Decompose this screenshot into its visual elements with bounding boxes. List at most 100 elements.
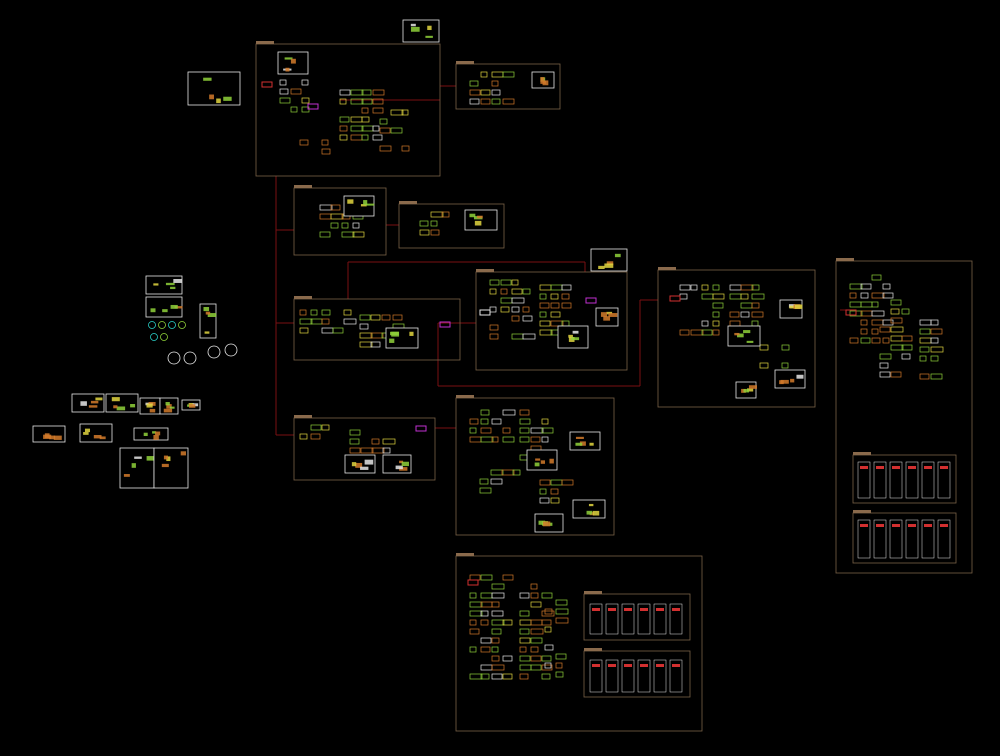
- flow-node: [901, 344, 913, 351]
- thumbnail-detail: [535, 458, 541, 461]
- flow-node: [544, 644, 554, 651]
- thumbnail-detail: [155, 431, 161, 436]
- flow-node: [390, 109, 404, 116]
- flow-node: [469, 98, 480, 105]
- flow-node: [890, 371, 902, 378]
- thumbnail-detail: [44, 433, 50, 439]
- thumbnail-detail: [188, 404, 196, 408]
- flow-node: [480, 673, 490, 680]
- flow-node: [539, 311, 547, 318]
- sheet-tile-mark: [860, 524, 868, 527]
- sheet-tile: [605, 603, 619, 635]
- flow-node: [522, 306, 530, 313]
- thumbnail-detail: [540, 77, 545, 82]
- diagram-frame: [293, 187, 387, 256]
- flow-node: [339, 89, 351, 96]
- flow-node: [519, 418, 531, 425]
- flow-node: [530, 628, 544, 635]
- thumbnail-detail: [608, 313, 618, 317]
- flow-node: [511, 279, 519, 286]
- sheet-tile-mark: [892, 524, 900, 527]
- flow-node: [491, 80, 499, 87]
- thumbnail-detail: [780, 379, 789, 384]
- start-node: [479, 309, 491, 316]
- flow-node: [555, 608, 569, 615]
- flow-node: [890, 299, 902, 306]
- thumbnail-detail: [131, 463, 136, 468]
- flow-node: [759, 362, 769, 369]
- flow-node: [491, 98, 501, 105]
- flow-node: [712, 293, 725, 300]
- diagram-frame: [455, 397, 615, 536]
- flow-node: [882, 292, 894, 299]
- flow-node: [919, 355, 927, 362]
- sheet-tile: [589, 603, 603, 635]
- flow-node: [882, 337, 890, 344]
- flow-node: [359, 323, 369, 330]
- thumbnail-detail: [111, 397, 120, 402]
- diagram-frame: [475, 271, 628, 371]
- thumbnail-detail: [410, 23, 416, 27]
- flow-node: [519, 646, 527, 653]
- legend-symbol: [158, 321, 166, 329]
- diagram-frame: [398, 203, 505, 249]
- frame-title-tab: [294, 296, 312, 299]
- thumbnail-detail: [134, 456, 142, 459]
- flow-node: [740, 311, 750, 318]
- flow-node: [381, 314, 391, 321]
- thumbnail-detail: [743, 330, 751, 334]
- flow-node: [301, 79, 309, 86]
- flow-node: [879, 353, 892, 360]
- sheet-tile: [653, 603, 667, 635]
- frame-title-tab: [294, 185, 312, 188]
- flow-node: [480, 637, 492, 644]
- thumbnail-layer: [32, 19, 951, 693]
- thumbnail-detail: [150, 308, 156, 313]
- flow-node: [519, 427, 530, 434]
- flow-node: [930, 337, 939, 344]
- flow-node: [489, 279, 500, 286]
- frame-title-tab: [399, 201, 417, 204]
- frame-title-tab: [853, 452, 871, 455]
- flow-node: [299, 433, 308, 440]
- flow-node: [350, 98, 364, 105]
- flow-node: [491, 619, 505, 626]
- sheet-tile: [921, 461, 935, 499]
- flow-node: [332, 327, 344, 334]
- flow-node: [502, 409, 516, 416]
- thumbnail-detail: [360, 204, 367, 207]
- thumbnail-detail: [284, 57, 293, 60]
- flow-node: [729, 311, 740, 318]
- flow-node: [530, 637, 543, 644]
- thumbnail-detail: [153, 434, 159, 440]
- flow-node: [401, 145, 410, 152]
- flow-node: [751, 284, 760, 291]
- flow-node: [781, 344, 790, 351]
- thumbnail-detail: [170, 286, 176, 290]
- flow-node: [701, 320, 709, 327]
- flow-node: [539, 497, 550, 504]
- flow-node: [930, 328, 943, 335]
- thumbnail-detail: [575, 442, 583, 446]
- thumbnail-detail: [149, 408, 156, 413]
- flow-node: [530, 646, 539, 653]
- frame-title-tab: [658, 267, 676, 270]
- flow-node: [341, 231, 355, 238]
- sheet-tile-mark: [592, 664, 600, 667]
- thumbnail-detail: [49, 435, 56, 440]
- flow-node: [350, 125, 364, 132]
- flow-node: [502, 655, 513, 662]
- flow-node: [519, 592, 530, 599]
- flow-node: [530, 583, 538, 590]
- thumbnail-detail: [538, 520, 546, 525]
- sheet-tile-mark: [656, 608, 664, 611]
- sheet-tile-mark: [608, 608, 616, 611]
- sheet-tile-mark: [876, 466, 884, 469]
- flow-node: [849, 283, 863, 290]
- flow-node: [361, 134, 369, 141]
- thumbnail-detail: [542, 80, 549, 86]
- flow-node: [502, 436, 515, 443]
- flow-node: [419, 220, 429, 227]
- thumbnail-detail: [93, 435, 102, 439]
- thumbnail-detail: [364, 459, 374, 465]
